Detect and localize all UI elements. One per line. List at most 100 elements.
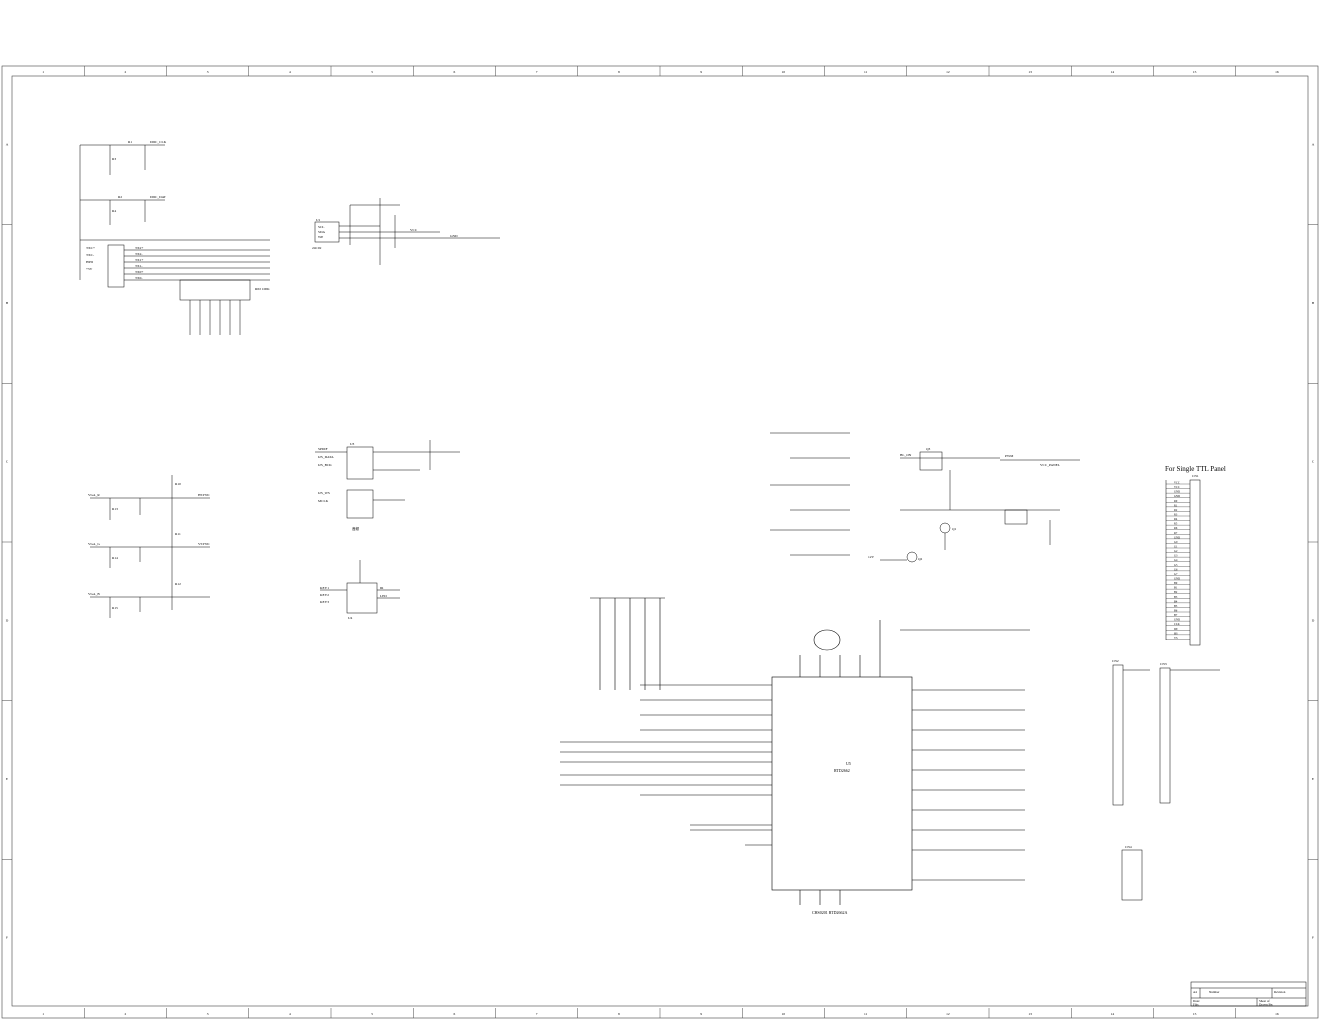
border-col-label: 10 xyxy=(782,70,786,74)
eeprom-net-7: GND xyxy=(450,234,458,238)
border-col-label: 8 xyxy=(618,70,620,74)
hdmi-r4: R4 xyxy=(112,209,116,213)
tb-sheet: Sheet of xyxy=(1259,999,1270,1003)
border-col-label: 15 xyxy=(1193,70,1197,74)
border-col-label: 13 xyxy=(1028,70,1032,74)
border-col-label: 11 xyxy=(864,1012,868,1016)
bl-net-2: VCC_PANEL xyxy=(1040,463,1060,467)
hdmi-block xyxy=(79,144,270,335)
eeprom-labels: U1 SCL SDA WP VCC GND 24C02 xyxy=(312,218,458,250)
vga-net-4: VSYNC xyxy=(198,542,211,546)
border-row-label: E xyxy=(1312,777,1314,781)
audio-net-4: MCLK xyxy=(318,499,329,503)
tb-size: A4 xyxy=(1193,990,1197,994)
lvds-right-label: CN3 xyxy=(1160,662,1167,666)
hdmi-r1: R1 xyxy=(128,140,132,144)
border-col-label: 3 xyxy=(207,1012,209,1016)
panel-pin-label: VCC xyxy=(1174,486,1180,489)
audio-net-3: I2S_WS xyxy=(318,491,330,495)
backlight-labels: BL_ON PWM VCC_PANEL 12V Q1 Q2 Q3 xyxy=(868,447,1060,561)
border-row-label: A xyxy=(6,142,9,146)
panel-pin-label: B4 xyxy=(1174,600,1178,603)
main-ic-part: RTD2662 xyxy=(834,768,850,773)
audio-block xyxy=(315,440,460,519)
border-col-label: 2 xyxy=(125,1012,127,1016)
main-ic-footer: CHS0201 RTD2662A xyxy=(812,910,848,915)
hdmi-net-1: DDC_DAT xyxy=(150,195,167,199)
panel-pin-label: R0 xyxy=(1174,500,1178,503)
tb-date: Date: xyxy=(1193,999,1200,1003)
panel-pin-label: G2 xyxy=(1174,550,1178,553)
lvds-connectors xyxy=(1112,664,1220,901)
panel-pin-label: R6 xyxy=(1174,527,1178,530)
vga-net-3: HSYNC xyxy=(198,493,211,497)
key-net-4: LED xyxy=(380,594,387,598)
signal-resistors xyxy=(770,432,850,556)
eeprom-net-2: WP xyxy=(318,235,323,239)
panel-pin-label: G1 xyxy=(1174,546,1178,549)
audio-net-2: I2S_BCK xyxy=(318,463,332,467)
title-block-labels: A4 Number Revision Date: File: Sheet of … xyxy=(1193,990,1286,1007)
main-ic-label: U5 xyxy=(846,761,851,766)
vga-net-1: VGA_G xyxy=(88,542,100,546)
border-col-label: 12 xyxy=(946,70,950,74)
border-row-label: B xyxy=(1312,301,1315,305)
vga-r-0: R10 xyxy=(175,482,181,486)
tb-drawn: Drawn By: xyxy=(1259,1003,1273,1007)
panel-pin-label: VS xyxy=(1174,637,1178,640)
vga-block xyxy=(90,475,210,618)
backlight-block xyxy=(880,451,1080,563)
panel-pin-label: R2 xyxy=(1174,509,1178,512)
tb-file: File: xyxy=(1193,1003,1199,1007)
border-col-label: 11 xyxy=(864,70,868,74)
border-row-label: A xyxy=(1312,142,1315,146)
hdmi-net-3: TX2- xyxy=(135,252,143,256)
key-net-0: KEY1 xyxy=(320,586,329,590)
border-row-label: F xyxy=(1312,936,1314,940)
border-col-label: 15 xyxy=(1193,1012,1197,1016)
eeprom-caption: 24C02 xyxy=(312,246,322,250)
panel-pin-label: GND xyxy=(1174,495,1180,498)
hdmi-r3: R3 xyxy=(112,157,116,161)
audio-caption: 音频 xyxy=(352,526,360,531)
panel-pin-label: DE xyxy=(1174,628,1178,631)
border-col-label: 4 xyxy=(289,70,291,74)
border-col-label: 1 xyxy=(42,1012,44,1016)
keypad-labels: KEY1 KEY2 KEY3 IR LED U4 xyxy=(320,586,387,620)
hdmi-block-labels: R1 R2 R3 R4 DDC_CLK DDC_DAT TX2+ TX2- TX… xyxy=(86,140,270,291)
border-col-label: 10 xyxy=(782,1012,786,1016)
vga-r-5: R15 xyxy=(112,606,118,610)
bl-net-1: PWM xyxy=(1005,454,1014,458)
border-col-label: 5 xyxy=(371,1012,373,1016)
border-col-label: 1 xyxy=(42,70,44,74)
main-ic xyxy=(560,597,1030,905)
border-row-label: C xyxy=(1312,460,1315,464)
vga-r-1: R11 xyxy=(175,532,181,536)
border-row-label: E xyxy=(6,777,8,781)
border-col-label: 7 xyxy=(536,1012,538,1016)
border-column-ticks: 1122334455667788991010111112121313141415… xyxy=(42,66,1279,1018)
hdmi-net-2: TX2+ xyxy=(135,246,143,250)
hdmi-caption: RP2 100K xyxy=(255,287,270,291)
audio-ic: U3 xyxy=(350,442,355,446)
border-col-label: 6 xyxy=(454,70,456,74)
vga-net-2: VGA_B xyxy=(88,592,100,596)
border-col-label: 7 xyxy=(536,70,538,74)
panel-pin-label: GND xyxy=(1174,578,1180,581)
panel-connector-label: CN1 xyxy=(1192,474,1199,478)
key-net-3: IR xyxy=(380,586,384,590)
border-col-label: 2 xyxy=(125,70,127,74)
border-col-label: 3 xyxy=(207,70,209,74)
border-col-label: 6 xyxy=(454,1012,456,1016)
hdmi-net-4: TX1+ xyxy=(135,258,143,262)
hdmi-net-7: TX0- xyxy=(135,276,143,280)
panel-pin-label: R1 xyxy=(1174,504,1178,507)
panel-pin-label: B1 xyxy=(1174,587,1178,590)
title-block xyxy=(1190,981,1307,1007)
hdmi-net-10: HPD xyxy=(86,260,93,264)
border-row-label: D xyxy=(1312,618,1315,622)
border-col-label: 14 xyxy=(1111,1012,1115,1016)
border-row-label: C xyxy=(6,460,9,464)
